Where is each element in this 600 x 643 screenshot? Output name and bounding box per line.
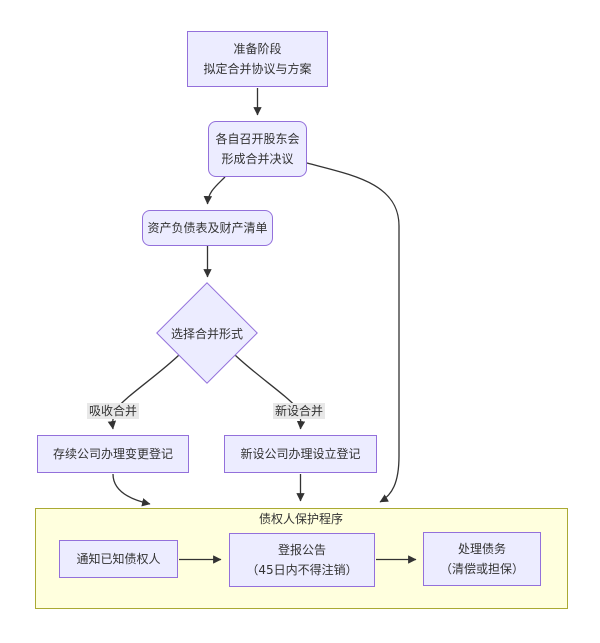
node-new-company-registration-label: 新设公司办理设立登记 — [240, 447, 361, 461]
node-prepare-line2: 拟定合并协议与方案 — [203, 62, 312, 76]
node-handle-debts: 处理债务 （清偿或担保） — [423, 532, 541, 586]
edge-surviving-to-subgraph — [112, 473, 151, 507]
node-surviving-registration-label: 存续公司办理变更登记 — [52, 447, 173, 461]
node-newspaper-announcement: 登报公告 （45日内不得注销） — [229, 533, 375, 587]
subgraph-creditor-protection-title: 债权人保护程序 — [258, 512, 344, 526]
node-shareholder-meeting-line1: 各自召开股东会 — [215, 132, 300, 146]
node-choose-merge-form-label: 选择合并形式 — [170, 326, 243, 341]
node-handle-debts-line2: （清偿或担保） — [439, 562, 524, 576]
node-prepare-stage: 准备阶段 拟定合并协议与方案 — [187, 31, 328, 87]
node-surviving-registration: 存续公司办理变更登记 — [37, 435, 189, 473]
node-choose-merge-form: 选择合并形式 — [156, 282, 258, 384]
node-notify-creditors: 通知已知债权人 — [59, 540, 178, 578]
node-shareholder-meeting-line2: 形成合并决议 — [221, 152, 294, 166]
node-balance-sheet: 资产负债表及财产清单 — [142, 210, 273, 246]
node-shareholder-meeting: 各自召开股东会 形成合并决议 — [208, 121, 307, 177]
node-handle-debts-line1: 处理债务 — [457, 542, 506, 556]
node-prepare-line1: 准备阶段 — [233, 42, 282, 56]
node-new-company-registration: 新设公司办理设立登记 — [224, 435, 377, 473]
node-newspaper-announcement-line1: 登报公告 — [277, 543, 326, 557]
node-notify-creditors-label: 通知已知债权人 — [76, 552, 161, 566]
node-balance-sheet-label: 资产负债表及财产清单 — [147, 221, 268, 235]
node-newspaper-announcement-line2: （45日内不得注销） — [246, 563, 358, 577]
edge-shareholders-to-subgraph — [306, 162, 400, 503]
edge-label-new-establishment-merge: 新设合并 — [272, 403, 326, 419]
edge-label-absorption-merge: 吸收合并 — [86, 403, 140, 419]
edge-shareholders-to-balance — [203, 176, 226, 205]
